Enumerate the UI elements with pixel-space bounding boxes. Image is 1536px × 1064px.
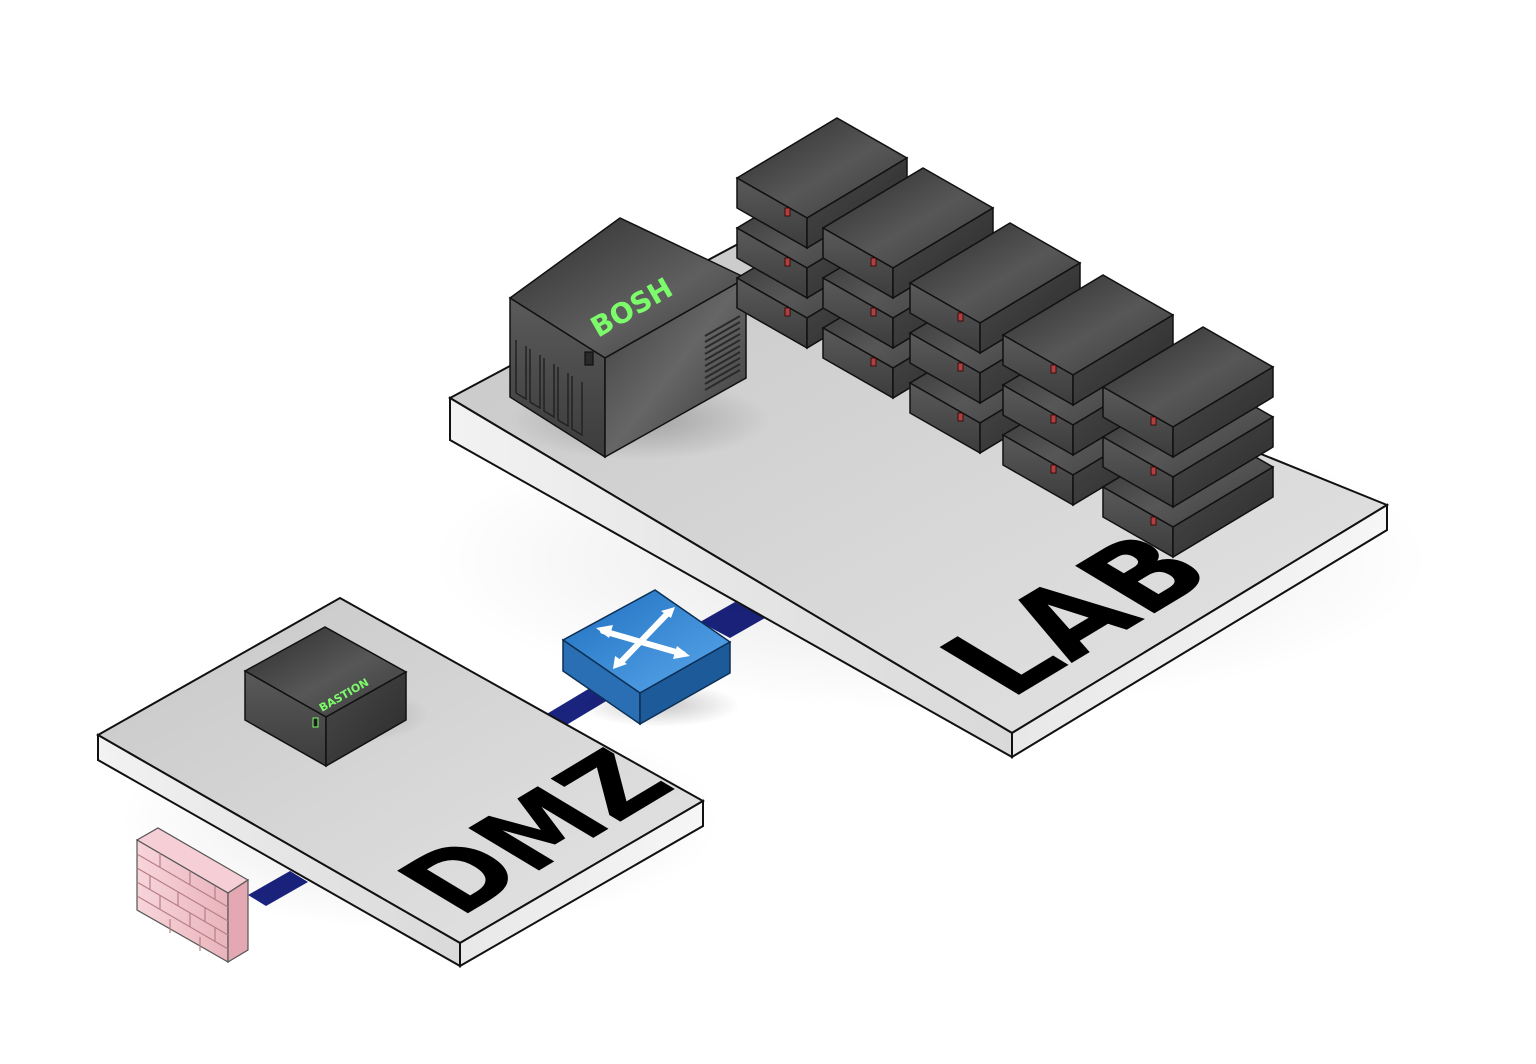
- status-led: [784, 257, 791, 267]
- status-led: [957, 312, 964, 322]
- bosh-tower-server: BOSH: [508, 217, 770, 460]
- lab-platform-side-right: [1011, 503, 1388, 759]
- status-led: [957, 362, 964, 372]
- status-led: [1150, 416, 1157, 426]
- bastion-server: BASTION: [240, 626, 430, 768]
- status-led: [1050, 364, 1057, 374]
- status-led: [1050, 414, 1057, 424]
- status-led: [1050, 464, 1057, 474]
- firewall-icon: [135, 827, 250, 964]
- status-led: [957, 412, 964, 422]
- dmz-platform: DMZ: [95, 596, 720, 968]
- status-led: [1150, 516, 1157, 526]
- rack-server-icon: [908, 222, 1082, 355]
- status-led: [1150, 466, 1157, 476]
- status-led: [870, 357, 877, 367]
- rack-server-icon: [1001, 274, 1175, 407]
- server-stack: [1101, 326, 1275, 559]
- status-led: [870, 257, 877, 267]
- rack-server-icon: [821, 167, 995, 300]
- status-led: [784, 207, 791, 217]
- status-led: [870, 307, 877, 317]
- status-led: [784, 307, 791, 317]
- dmz-platform-side-right: [459, 799, 704, 968]
- server-stack: [908, 222, 1082, 455]
- network-switch-icon: [561, 589, 740, 727]
- rack-server-icon: [1101, 326, 1275, 459]
- server-stacks: [735, 117, 1275, 559]
